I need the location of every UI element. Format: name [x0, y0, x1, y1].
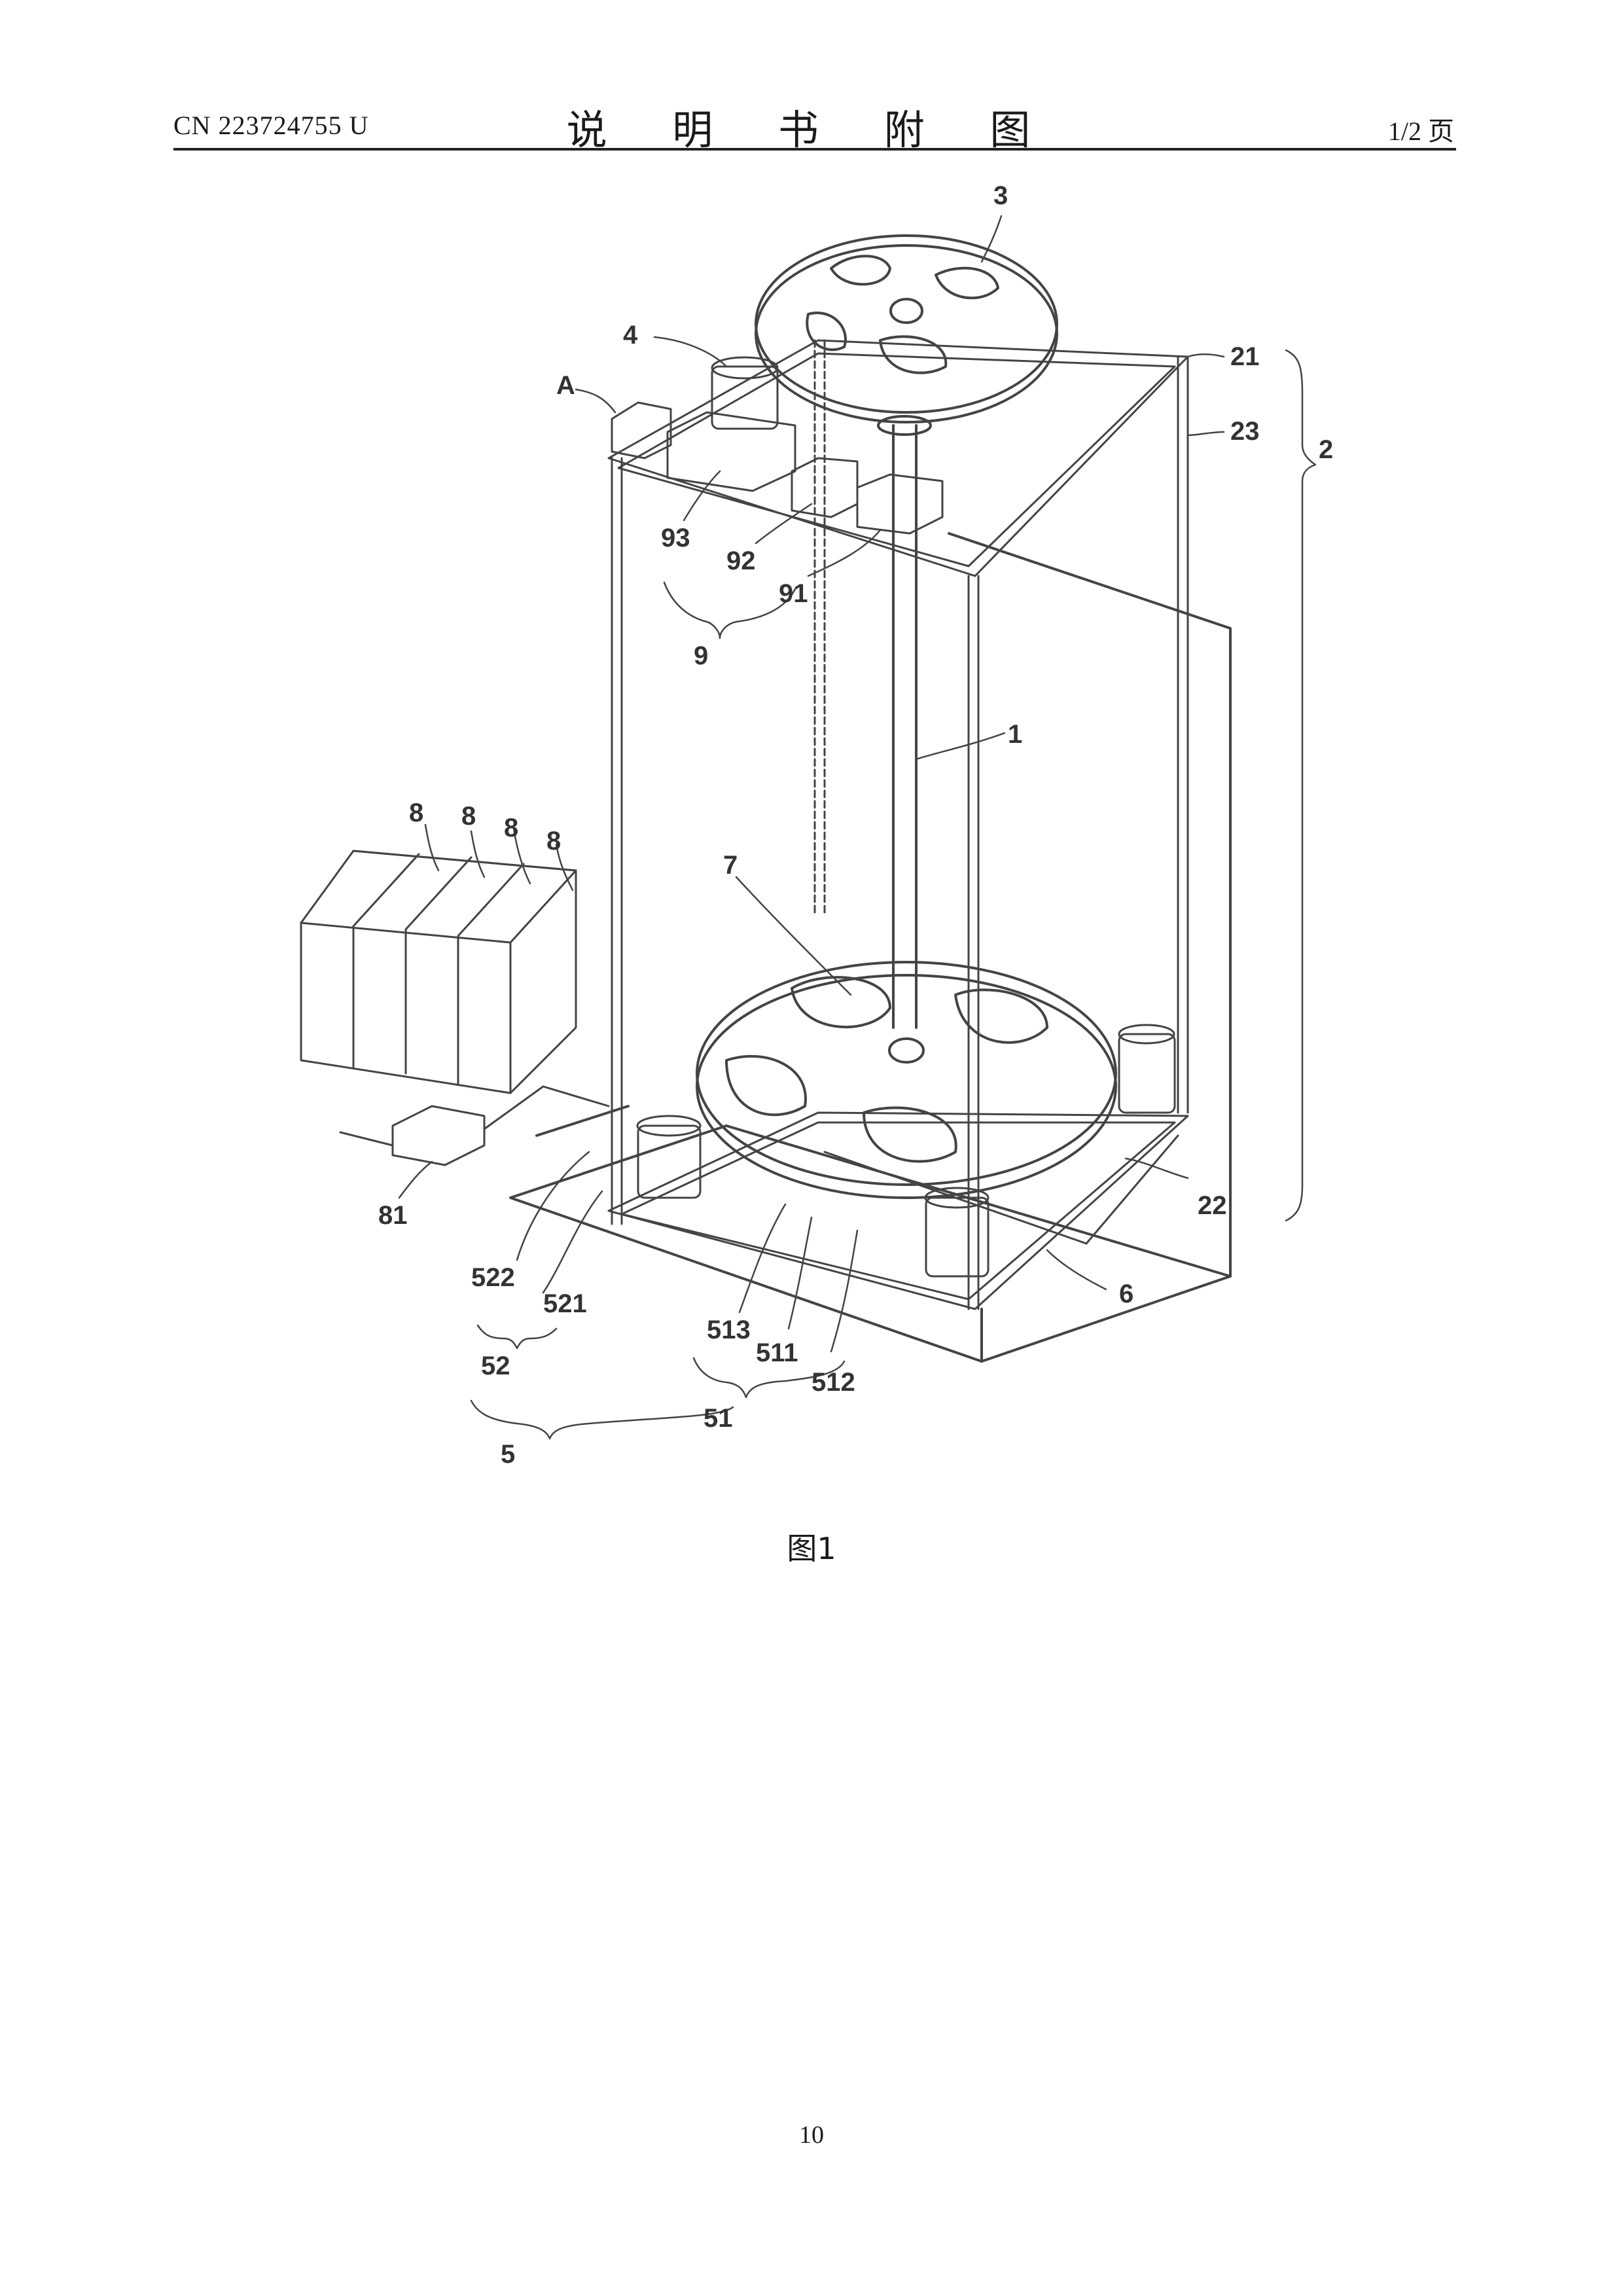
label-22: 22 — [1198, 1191, 1227, 1220]
label-A: A — [556, 371, 575, 400]
label-9: 9 — [694, 641, 708, 670]
label-92: 92 — [726, 547, 756, 575]
label-8-a: 8 — [409, 798, 423, 827]
battery-stack — [301, 851, 576, 1093]
central-shaft — [878, 416, 931, 1028]
label-51: 51 — [704, 1404, 733, 1433]
label-23: 23 — [1230, 417, 1260, 446]
label-3: 3 — [993, 181, 1008, 210]
patent-drawing: 3 4 A 21 23 2 93 92 91 9 1 8 8 8 8 7 81 … — [0, 0, 1623, 1604]
label-7: 7 — [723, 851, 738, 880]
label-512: 512 — [812, 1368, 855, 1397]
label-521: 521 — [543, 1289, 587, 1318]
label-6: 6 — [1119, 1280, 1133, 1308]
label-4: 4 — [623, 321, 638, 350]
label-511: 511 — [756, 1338, 798, 1367]
label-8-b: 8 — [461, 802, 476, 831]
page-number: 10 — [0, 2121, 1623, 2149]
label-21: 21 — [1230, 342, 1260, 371]
floor-plate — [510, 1106, 1230, 1361]
label-1: 1 — [1008, 720, 1022, 749]
label-52: 52 — [481, 1352, 510, 1380]
label-513: 513 — [707, 1316, 751, 1344]
label-91: 91 — [779, 579, 808, 608]
label-81: 81 — [378, 1201, 408, 1230]
label-93: 93 — [661, 524, 690, 552]
label-8-c: 8 — [504, 814, 518, 842]
label-5: 5 — [501, 1440, 515, 1469]
reference-labels: 3 4 A 21 23 2 93 92 91 9 1 8 8 8 8 7 81 … — [378, 181, 1333, 1469]
top-disc — [756, 236, 1057, 422]
figure-caption: 图1 — [0, 1525, 1623, 1568]
label-522: 522 — [471, 1263, 515, 1292]
frame — [609, 340, 1188, 1309]
label-2: 2 — [1319, 435, 1333, 464]
label-8-d: 8 — [546, 827, 561, 855]
bottom-disc — [697, 962, 1116, 1198]
